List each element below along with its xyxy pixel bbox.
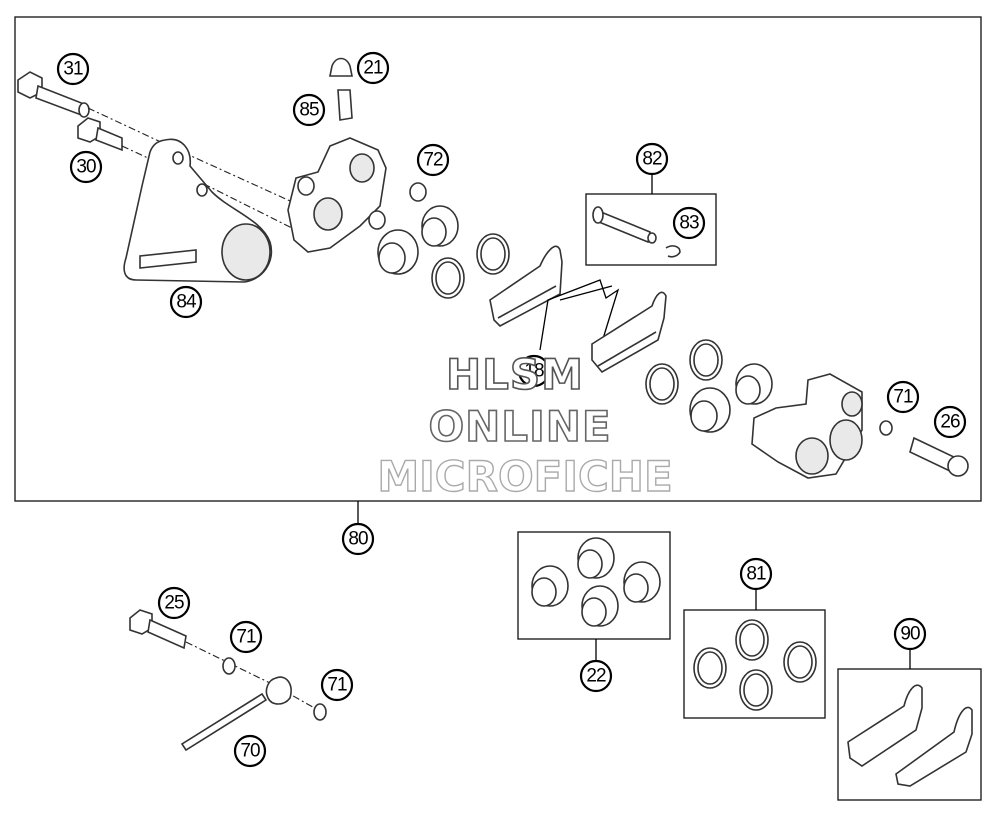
watermark-line-1: HLSM <box>445 349 584 400</box>
caliper-housing-left <box>287 137 387 253</box>
bleeder-cap-21 <box>329 57 353 77</box>
piston <box>421 205 459 247</box>
brake-hose-70 <box>180 676 292 752</box>
svg-text:85: 85 <box>299 100 319 121</box>
seal <box>431 257 465 299</box>
callout-80: 80 <box>341 522 375 556</box>
svg-text:21: 21 <box>363 58 383 79</box>
bleeder-screw-85 <box>337 89 353 121</box>
callout-21: 21 <box>356 51 390 85</box>
pin-83 <box>592 206 681 258</box>
watermark-line-3: MICROFICHE <box>377 451 674 501</box>
svg-text:82: 82 <box>642 149 662 170</box>
callout-81: 81 <box>739 557 773 591</box>
seal <box>689 339 723 381</box>
seal-71 <box>222 657 236 675</box>
caliper-housing-right <box>751 373 863 479</box>
callout-84: 84 <box>169 285 203 319</box>
svg-text:26: 26 <box>940 412 960 433</box>
svg-text:90: 90 <box>900 624 920 645</box>
kit-frame-81 <box>683 609 826 719</box>
svg-text:83: 83 <box>679 213 699 234</box>
pad-kit-90 <box>847 684 973 787</box>
brake-pad <box>489 245 563 327</box>
svg-text:22: 22 <box>586 666 606 687</box>
brake-pad <box>591 291 667 374</box>
callout-85: 85 <box>292 93 326 127</box>
seal-kit-81 <box>693 619 817 711</box>
svg-text:71: 71 <box>236 627 256 648</box>
callout-31: 31 <box>56 52 90 86</box>
bolt-30 <box>77 117 123 152</box>
svg-text:30: 30 <box>76 157 96 178</box>
seal <box>645 363 679 405</box>
callout-70: 70 <box>233 734 267 768</box>
caliper-bracket-84 <box>123 138 273 283</box>
kit-frame-22 <box>517 531 671 640</box>
callout-22: 22 <box>579 659 613 693</box>
seal-71 <box>313 703 327 721</box>
svg-text:31: 31 <box>63 59 83 80</box>
svg-text:81: 81 <box>746 564 766 585</box>
piston <box>377 229 419 275</box>
piston <box>689 387 731 433</box>
seal <box>368 210 386 230</box>
callout-25: 25 <box>157 586 191 620</box>
callout-71: 71 <box>320 668 354 702</box>
callout-18: 18 <box>517 354 551 388</box>
svg-text:70: 70 <box>240 741 260 762</box>
assembly-frame <box>14 16 982 502</box>
piston-kit-22 <box>531 537 661 627</box>
callout-83: 83 <box>672 206 706 240</box>
callout-71: 71 <box>886 380 920 414</box>
svg-text:80: 80 <box>348 529 368 550</box>
callout-82: 82 <box>635 142 669 176</box>
svg-text:84: 84 <box>176 292 197 313</box>
bolt-31 <box>17 71 90 118</box>
seal-71 <box>879 420 893 436</box>
callout-71: 71 <box>229 620 263 654</box>
svg-text:71: 71 <box>327 675 347 696</box>
kit-frame-83 <box>585 193 717 266</box>
callout-26: 26 <box>933 405 967 439</box>
svg-text:25: 25 <box>164 593 184 614</box>
banjo-bolt-25 <box>129 609 187 650</box>
seal <box>476 233 510 275</box>
svg-text:18: 18 <box>524 361 544 382</box>
seal-72 <box>409 182 427 202</box>
piston <box>735 363 773 405</box>
anti-rattle-spring <box>539 279 620 351</box>
watermark-line-2: ONLINE <box>428 401 612 452</box>
callout-72: 72 <box>416 143 450 177</box>
svg-text:72: 72 <box>423 150 443 171</box>
bolt-26 <box>909 436 969 477</box>
axis-line <box>87 107 311 211</box>
callout-30: 30 <box>69 150 103 184</box>
svg-text:71: 71 <box>893 387 913 408</box>
callout-90: 90 <box>893 617 927 651</box>
